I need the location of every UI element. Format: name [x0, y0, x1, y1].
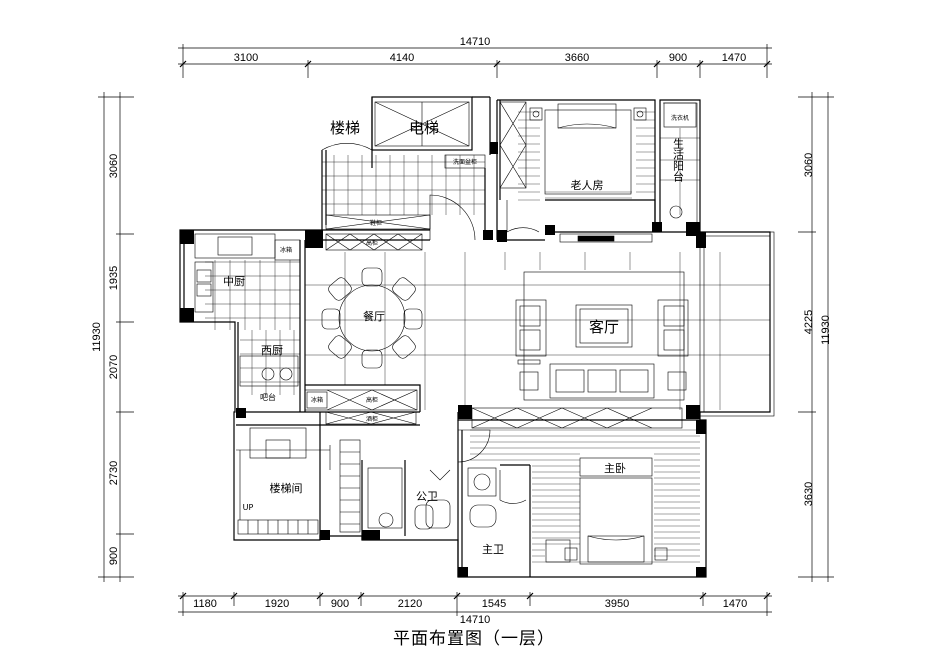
dim-top-5: 1470: [722, 52, 746, 64]
floor-tiles: [205, 128, 770, 410]
label-tall-cabinet-bottom: 高柜: [366, 396, 378, 404]
label-dining: 餐厅: [363, 309, 385, 323]
label-shoe-cabinet: 鞋柜: [370, 219, 382, 227]
dim-top-3: 3660: [565, 52, 589, 64]
dimension-lines: [98, 44, 834, 616]
label-tall-cabinet-top: 高柜: [366, 239, 378, 247]
dim-bottom-total: 14710: [460, 614, 491, 626]
label-up: UP: [243, 503, 254, 512]
drawing-title: 平面布置图（一层）: [393, 629, 555, 649]
label-fridge-bottom: 冰箱: [311, 396, 323, 404]
label-chinese-kitchen: 中厨: [223, 275, 245, 288]
label-stairs: 楼梯: [330, 119, 360, 137]
dining-table: [321, 267, 423, 369]
cabinets: [194, 101, 683, 429]
dim-right-1: 3060: [803, 153, 815, 177]
label-western-kitchen: 西厨: [261, 344, 283, 357]
dim-left-3: 2070: [108, 355, 120, 379]
label-master-bath: 主卫: [482, 543, 504, 556]
label-fridge-top: 冰箱: [280, 246, 292, 254]
sofa-set: [515, 271, 689, 401]
dim-top-4: 900: [669, 52, 687, 64]
dim-right-3: 3630: [803, 482, 815, 506]
elderly-bed: [529, 103, 647, 195]
structural-columns: [180, 142, 706, 577]
dim-left-1: 3060: [108, 154, 120, 178]
label-wine-cabinet: 酒柜: [366, 415, 378, 423]
dim-right-total: 11930: [820, 315, 832, 345]
dim-top-1: 3100: [234, 52, 258, 64]
dim-bottom-4: 2120: [398, 598, 422, 610]
dim-left-5: 900: [108, 547, 120, 565]
dim-left-2: 1935: [108, 266, 120, 290]
dim-top-2: 4140: [390, 52, 414, 64]
staircase: [236, 427, 361, 535]
label-elevator: 电梯: [409, 119, 439, 137]
dim-bottom-5: 1545: [482, 598, 506, 610]
dim-bottom-6: 3950: [605, 598, 629, 610]
dim-bottom-2: 1920: [265, 598, 289, 610]
label-washbasin-cabinet: 洗面盆柜: [453, 158, 477, 166]
dim-right-2: 4225: [803, 310, 815, 334]
dim-bottom-7: 1470: [723, 598, 747, 610]
label-service-balcony: 生活阳台: [672, 137, 685, 182]
label-master-bedroom: 主卧: [604, 462, 626, 475]
dim-left-4: 2730: [108, 461, 120, 485]
label-bar: 吧台: [260, 392, 276, 402]
dim-left-total: 11930: [91, 322, 103, 352]
bathroom-fixtures: [367, 102, 697, 530]
master-bed: [545, 457, 668, 565]
dim-bottom-3: 900: [331, 598, 349, 610]
label-stairwell: 楼梯间: [270, 481, 303, 495]
label-elderly-room: 老人房: [571, 179, 604, 192]
door-swings: [321, 143, 540, 463]
dim-bottom-1: 1180: [193, 598, 217, 610]
label-laundry: 洗衣机: [671, 114, 689, 122]
label-living: 客厅: [589, 318, 619, 336]
dim-top-total: 14710: [460, 36, 491, 48]
label-public-bath: 公卫: [416, 490, 438, 503]
